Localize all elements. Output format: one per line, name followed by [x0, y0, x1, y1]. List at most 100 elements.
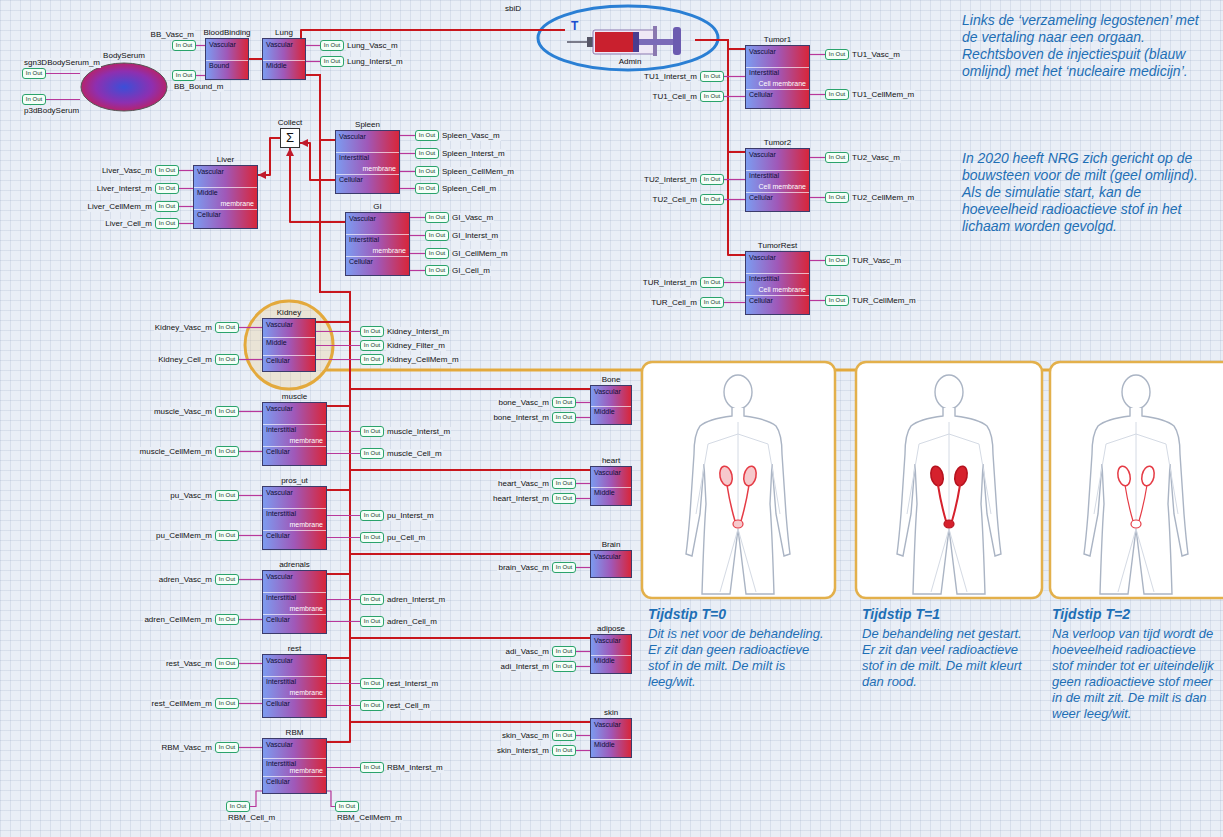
connector	[316, 331, 360, 332]
compartment-divider	[206, 60, 248, 61]
connector	[576, 567, 590, 568]
port-name: adi_Interst_m	[500, 662, 550, 672]
connector	[576, 651, 590, 652]
compartment-divider	[263, 676, 326, 677]
compartment-name: Cellular	[749, 297, 773, 305]
compartment-name: Vascular	[266, 573, 293, 581]
port-text: In Out	[553, 746, 575, 754]
connector	[576, 417, 590, 418]
port-block: Spleen_Cell_mIn Out	[415, 183, 439, 194]
compartment-divider	[346, 234, 409, 235]
signal-name: sbiD	[505, 4, 521, 14]
compartment-block: heartVascularMiddle	[590, 466, 632, 506]
port-block: RBM_Interst_mIn Out	[360, 762, 384, 773]
port-text: In Out	[361, 533, 383, 541]
connector	[239, 411, 262, 412]
compartment-block: GIVascularInterstitialCellularmembrane	[345, 212, 410, 276]
port-name: BB_Bound_m	[173, 82, 224, 92]
port-name: TU2_Interst_m	[643, 175, 698, 185]
compartment-block: LiverVascularMiddleCellularmembrane	[193, 165, 258, 229]
port-block: GI_Interst_mIn Out	[425, 230, 449, 241]
connector	[196, 75, 205, 76]
port-text: In Out	[156, 166, 178, 174]
connector	[46, 99, 80, 100]
compartment-block: KidneyVascularMiddleCellular	[262, 318, 316, 372]
compartment-name: Middle	[197, 189, 218, 197]
port-block: muscle_Cell_mIn Out	[360, 448, 384, 459]
port-text: In Out	[826, 296, 848, 304]
connector	[400, 171, 415, 172]
membrane-label: Cell membrane	[759, 286, 806, 294]
connector	[258, 138, 280, 175]
port-block: Kidney_Cell_mIn Out	[215, 354, 239, 365]
compartment-name: Vascular	[266, 489, 293, 497]
port-block: RBM_Vasc_mIn Out	[215, 742, 239, 753]
compartment-divider	[263, 776, 326, 777]
port-name: Kidney_Interst_m	[386, 327, 450, 337]
compartment-divider	[746, 273, 809, 274]
port-name: Spleen_Cell_m	[441, 184, 497, 194]
compartment-block: pros_utVascularInterstitialCellularmembr…	[262, 486, 327, 550]
compartment-divider	[263, 592, 326, 593]
connector	[327, 621, 360, 622]
connector	[306, 75, 590, 722]
port-block: muscle_Interst_mIn Out	[360, 426, 384, 437]
compartment-name: Interstitial	[749, 69, 779, 77]
compartment-name: Vascular	[266, 321, 293, 329]
compartment-name: Cellular	[266, 778, 290, 786]
highlight-ellipse	[538, 6, 718, 70]
connector	[724, 179, 745, 180]
compartment-divider	[746, 67, 809, 68]
connector	[724, 96, 745, 97]
compartment-divider	[263, 758, 326, 759]
connector	[327, 767, 360, 768]
compartment-name: Vascular	[594, 469, 621, 477]
connector	[300, 143, 335, 180]
stopper	[633, 32, 639, 52]
connector	[810, 300, 825, 301]
compartment-divider	[591, 739, 631, 740]
compartment-name: Cellular	[266, 357, 290, 365]
compartment-name: Interstitial	[266, 594, 296, 602]
needle	[567, 41, 589, 43]
port-name: adren_Interst_m	[386, 595, 446, 605]
port-name: GI_Vasc_m	[451, 213, 494, 223]
port-text: In Out	[553, 563, 575, 571]
membrane-label: membrane	[290, 437, 323, 445]
port-text: In Out	[416, 184, 438, 192]
port-name: brain_Vasc_m	[497, 563, 550, 573]
port-text: In Out	[156, 202, 178, 210]
block-title: Tumor2	[764, 138, 791, 148]
compartment-block: restVascularInterstitialCellularmembrane	[262, 654, 327, 718]
port-text: In Out	[361, 701, 383, 709]
compartment-name: Interstitial	[749, 172, 779, 180]
compartment-divider	[591, 487, 631, 488]
caption-text: Na verloop van tijd wordt de hoeveelheid…	[1052, 626, 1217, 722]
port-block: skin_Vasc_mIn Out	[552, 730, 576, 741]
block-title: skin	[604, 708, 618, 718]
port-name: RBM_Interst_m	[386, 763, 444, 773]
connector	[576, 750, 590, 751]
port-text: In Out	[553, 398, 575, 406]
port-name: TU1_Cell_m	[652, 92, 698, 102]
compartment-divider	[746, 295, 809, 296]
port-text: In Out	[426, 213, 448, 221]
port-name: Liver_CellMem_m	[87, 202, 153, 212]
port-block: Kidney_Vasc_mIn Out	[215, 322, 239, 333]
compartment-name: Interstitial	[339, 154, 369, 162]
syringe-symbol	[565, 22, 695, 56]
connector	[576, 666, 590, 667]
body-t1	[897, 375, 1001, 594]
port-name: TU2_Cell_m	[652, 195, 698, 205]
connector	[306, 61, 320, 62]
port-name: Spleen_CellMem_m	[441, 167, 515, 177]
block-title: adrenals	[279, 560, 310, 570]
connector	[239, 535, 262, 536]
port-block: Spleen_Vasc_mIn Out	[415, 130, 439, 141]
port-text: In Out	[361, 617, 383, 625]
compartment-divider	[263, 698, 326, 699]
port-text: In Out	[321, 57, 343, 65]
connector	[249, 58, 262, 60]
compartment-name: Middle	[266, 62, 287, 70]
